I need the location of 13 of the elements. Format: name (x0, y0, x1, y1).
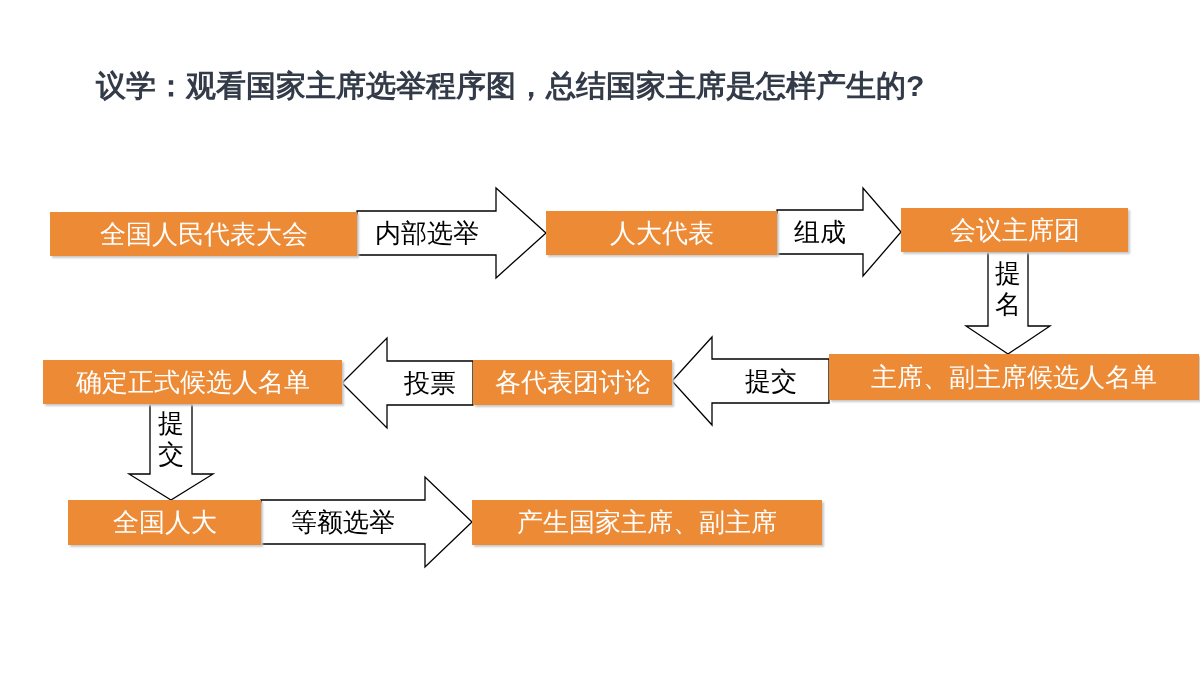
process-box: 人大代表 (546, 211, 777, 255)
process-box: 确定正式候选人名单 (43, 360, 342, 404)
process-box: 全国人民代表大会 (50, 212, 357, 256)
process-box: 主席、副主席候选人名单 (829, 354, 1199, 400)
process-box: 全国人大 (68, 500, 261, 545)
process-box: 会议主席团 (901, 208, 1128, 252)
heading: 议学：观看国家主席选举程序图，总结国家主席是怎样产生的? (96, 68, 925, 104)
edge-label: 组成 (794, 217, 846, 247)
edge-label: 内部选举 (374, 218, 479, 248)
process-box: 各代表团讨论 (473, 360, 672, 405)
edge-label: 等额选举 (291, 507, 395, 537)
edge-label: 投票 (404, 368, 456, 398)
process-box: 产生国家主席、副主席 (472, 500, 822, 545)
